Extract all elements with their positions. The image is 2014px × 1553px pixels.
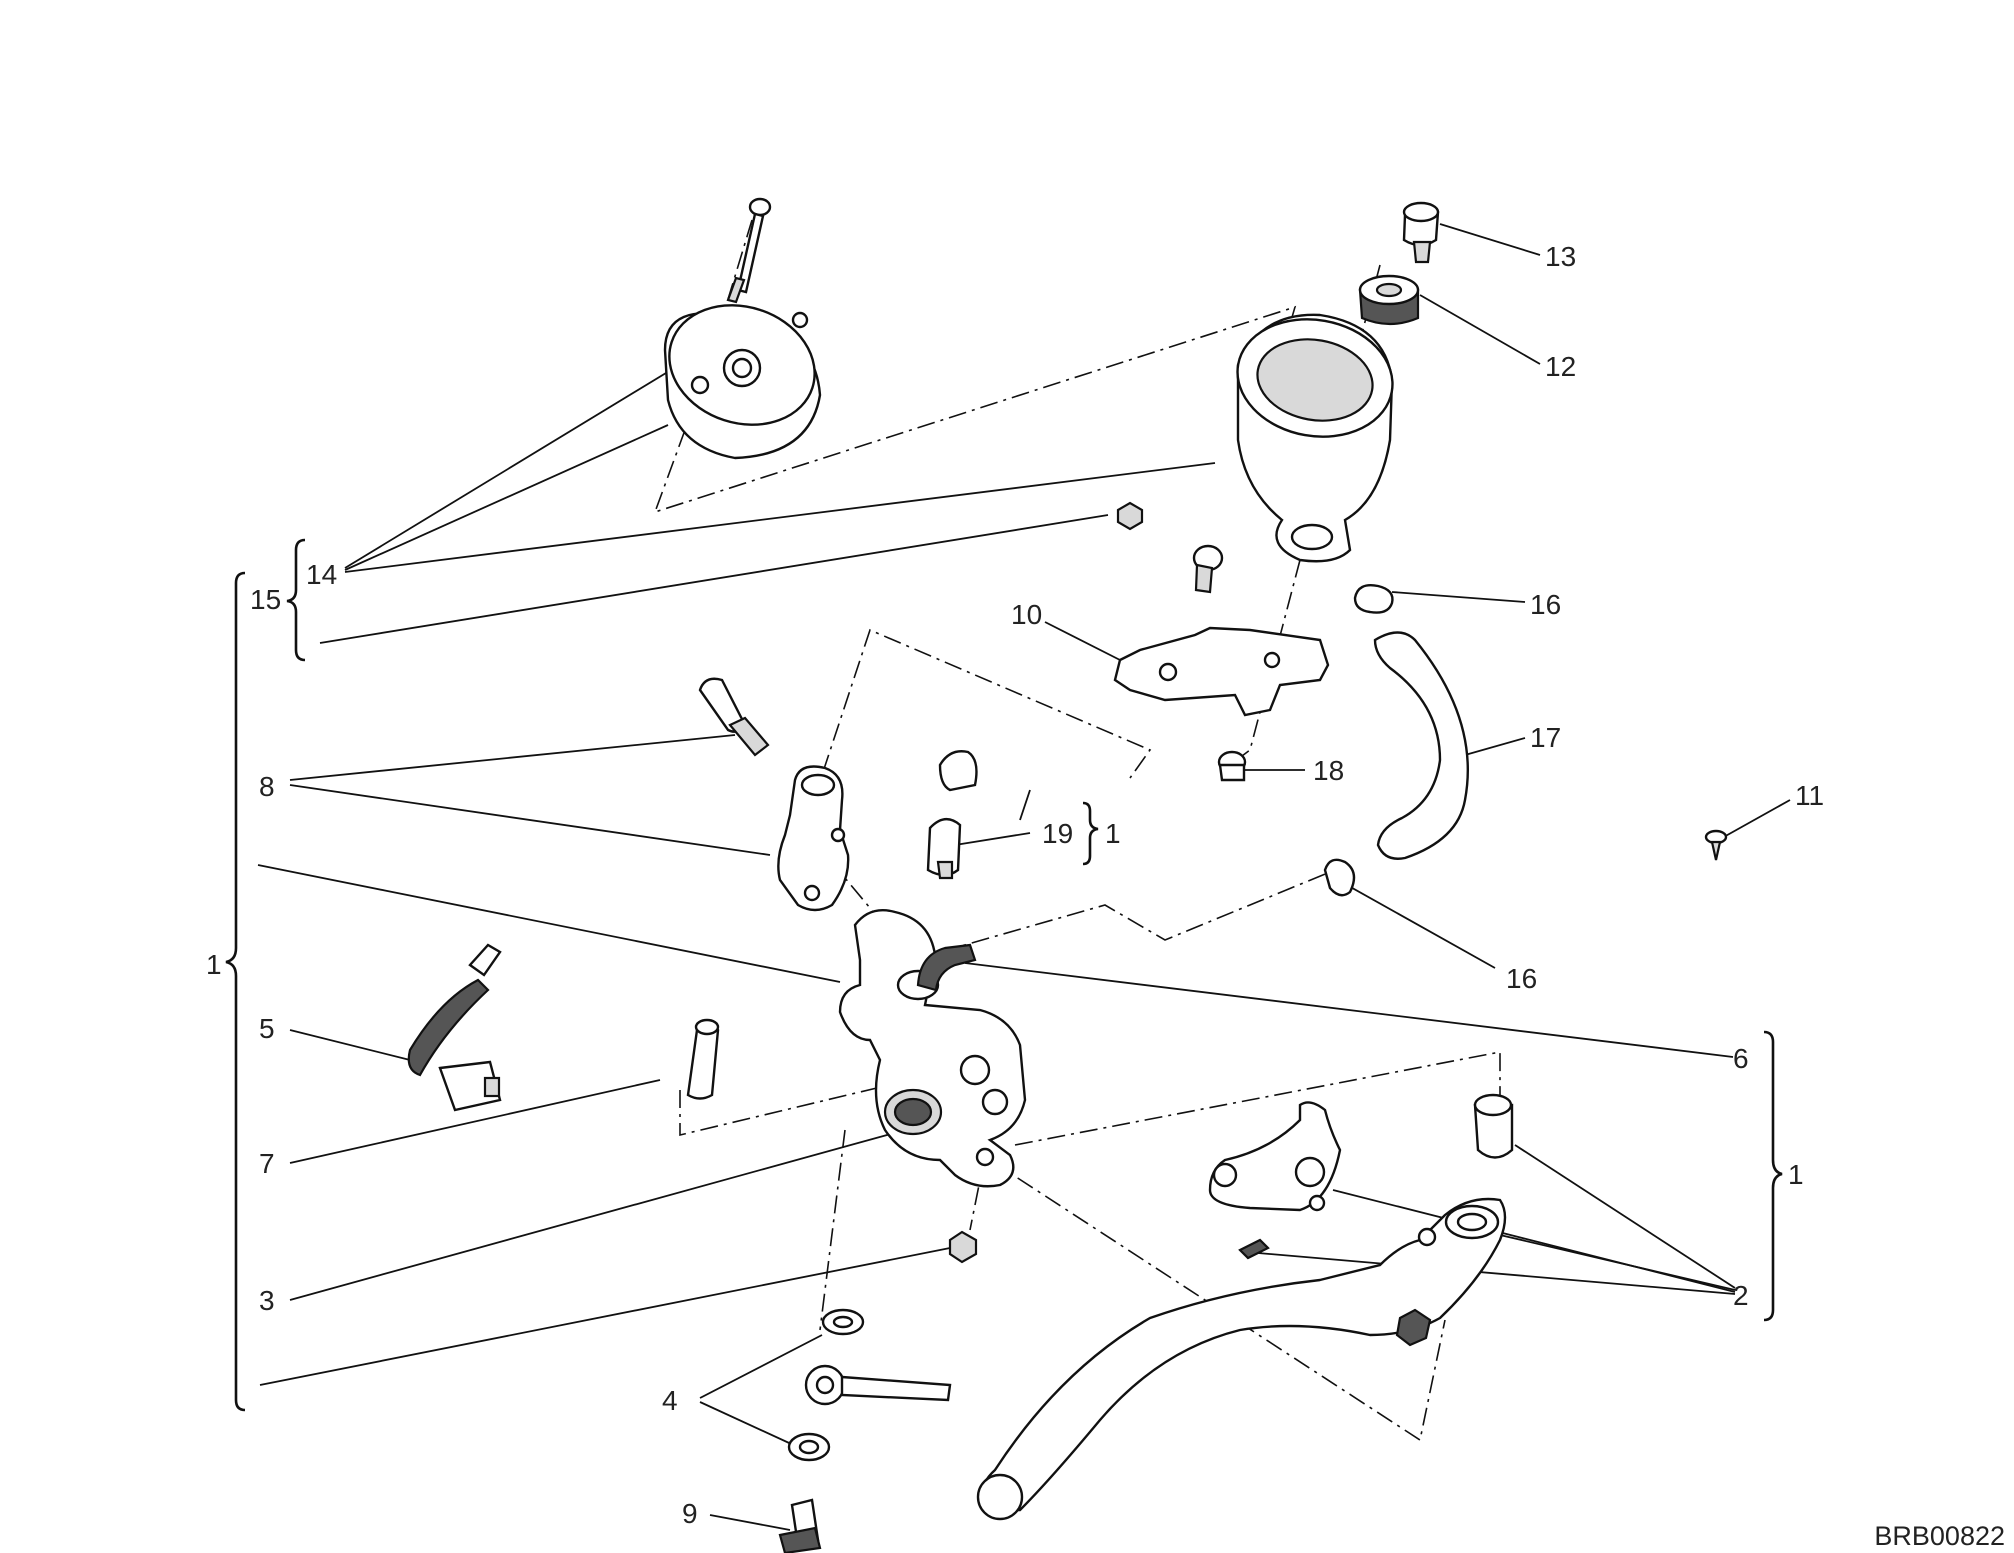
bracket-15	[286, 538, 306, 662]
callout-11: 11	[1795, 780, 1824, 811]
reservoir-hose	[1373, 631, 1469, 860]
bleeder-cap	[938, 750, 978, 792]
washer-upper	[821, 1308, 865, 1336]
callout-19: 19	[1042, 818, 1073, 849]
banjo-fitting	[804, 1364, 952, 1406]
callout-1-right: 1	[1788, 1159, 1804, 1190]
lever-adjuster	[1208, 1101, 1342, 1212]
callout-1-left: 1	[206, 949, 222, 980]
clamp-screw	[698, 677, 770, 757]
lever-spring	[1238, 1238, 1270, 1260]
bracket-screw	[1192, 544, 1224, 594]
callout-2: 2	[1733, 1280, 1749, 1311]
leader-lines	[257, 223, 1791, 1531]
bracket-1-right	[1763, 1030, 1783, 1322]
bracket-1-left	[225, 571, 246, 1412]
reservoir-nut	[1116, 501, 1144, 531]
callout-6: 6	[1733, 1043, 1749, 1074]
body-nut	[948, 1230, 978, 1264]
handlebar-clamp	[777, 765, 850, 912]
callout-9: 9	[682, 1498, 698, 1529]
callout-17: 17	[1530, 722, 1561, 753]
callout-4: 4	[662, 1385, 678, 1416]
assembly-line-lever-top	[1014, 1051, 1501, 1146]
callout-16-bottom: 16	[1506, 963, 1537, 994]
pivot-pin	[686, 1018, 720, 1100]
callout-15: 15	[250, 584, 281, 615]
callout-13: 13	[1545, 241, 1576, 272]
callout-8: 8	[259, 771, 275, 802]
hose-fitting	[916, 943, 977, 992]
brake-lever	[976, 1197, 1507, 1521]
callout-3: 3	[259, 1285, 275, 1316]
bracket-nut-screw	[1217, 750, 1247, 782]
assembly-line-pivot	[989, 1159, 1446, 1442]
assembly-line-clamp	[822, 628, 1152, 779]
washer-lower	[787, 1432, 831, 1462]
cap-screw	[726, 197, 772, 304]
brake-switch	[407, 943, 502, 1112]
callout-1-19: 1	[1105, 818, 1121, 849]
callout-16-top: 16	[1530, 589, 1561, 620]
reservoir-grommet	[1358, 274, 1420, 326]
callout-5: 5	[259, 1013, 275, 1044]
callout-12: 12	[1545, 351, 1576, 382]
reservoir-screw	[1402, 201, 1440, 264]
callout-10: 10	[1011, 599, 1042, 630]
drawing-code: BRB00822	[1874, 1521, 2005, 1551]
reservoir-cap	[663, 304, 822, 460]
reservoir-bracket	[1113, 626, 1330, 717]
bleeder-valve	[926, 818, 962, 880]
fluid-reservoir	[1236, 313, 1394, 563]
lever-bushing	[1473, 1093, 1514, 1159]
callout-7: 7	[259, 1148, 275, 1179]
assembly-line-hose	[939, 871, 1331, 953]
hose-clip-top	[1353, 584, 1394, 614]
assembly-line-banjo	[819, 1129, 846, 1331]
callout-14: 14	[306, 559, 337, 590]
hose-clip-bottom	[1323, 858, 1356, 897]
push-pin	[1704, 829, 1728, 861]
bracket-19	[1082, 801, 1099, 866]
banjo-bolt	[778, 1498, 822, 1553]
master-cylinder-body	[838, 908, 1027, 1188]
callout-18: 18	[1313, 755, 1344, 786]
